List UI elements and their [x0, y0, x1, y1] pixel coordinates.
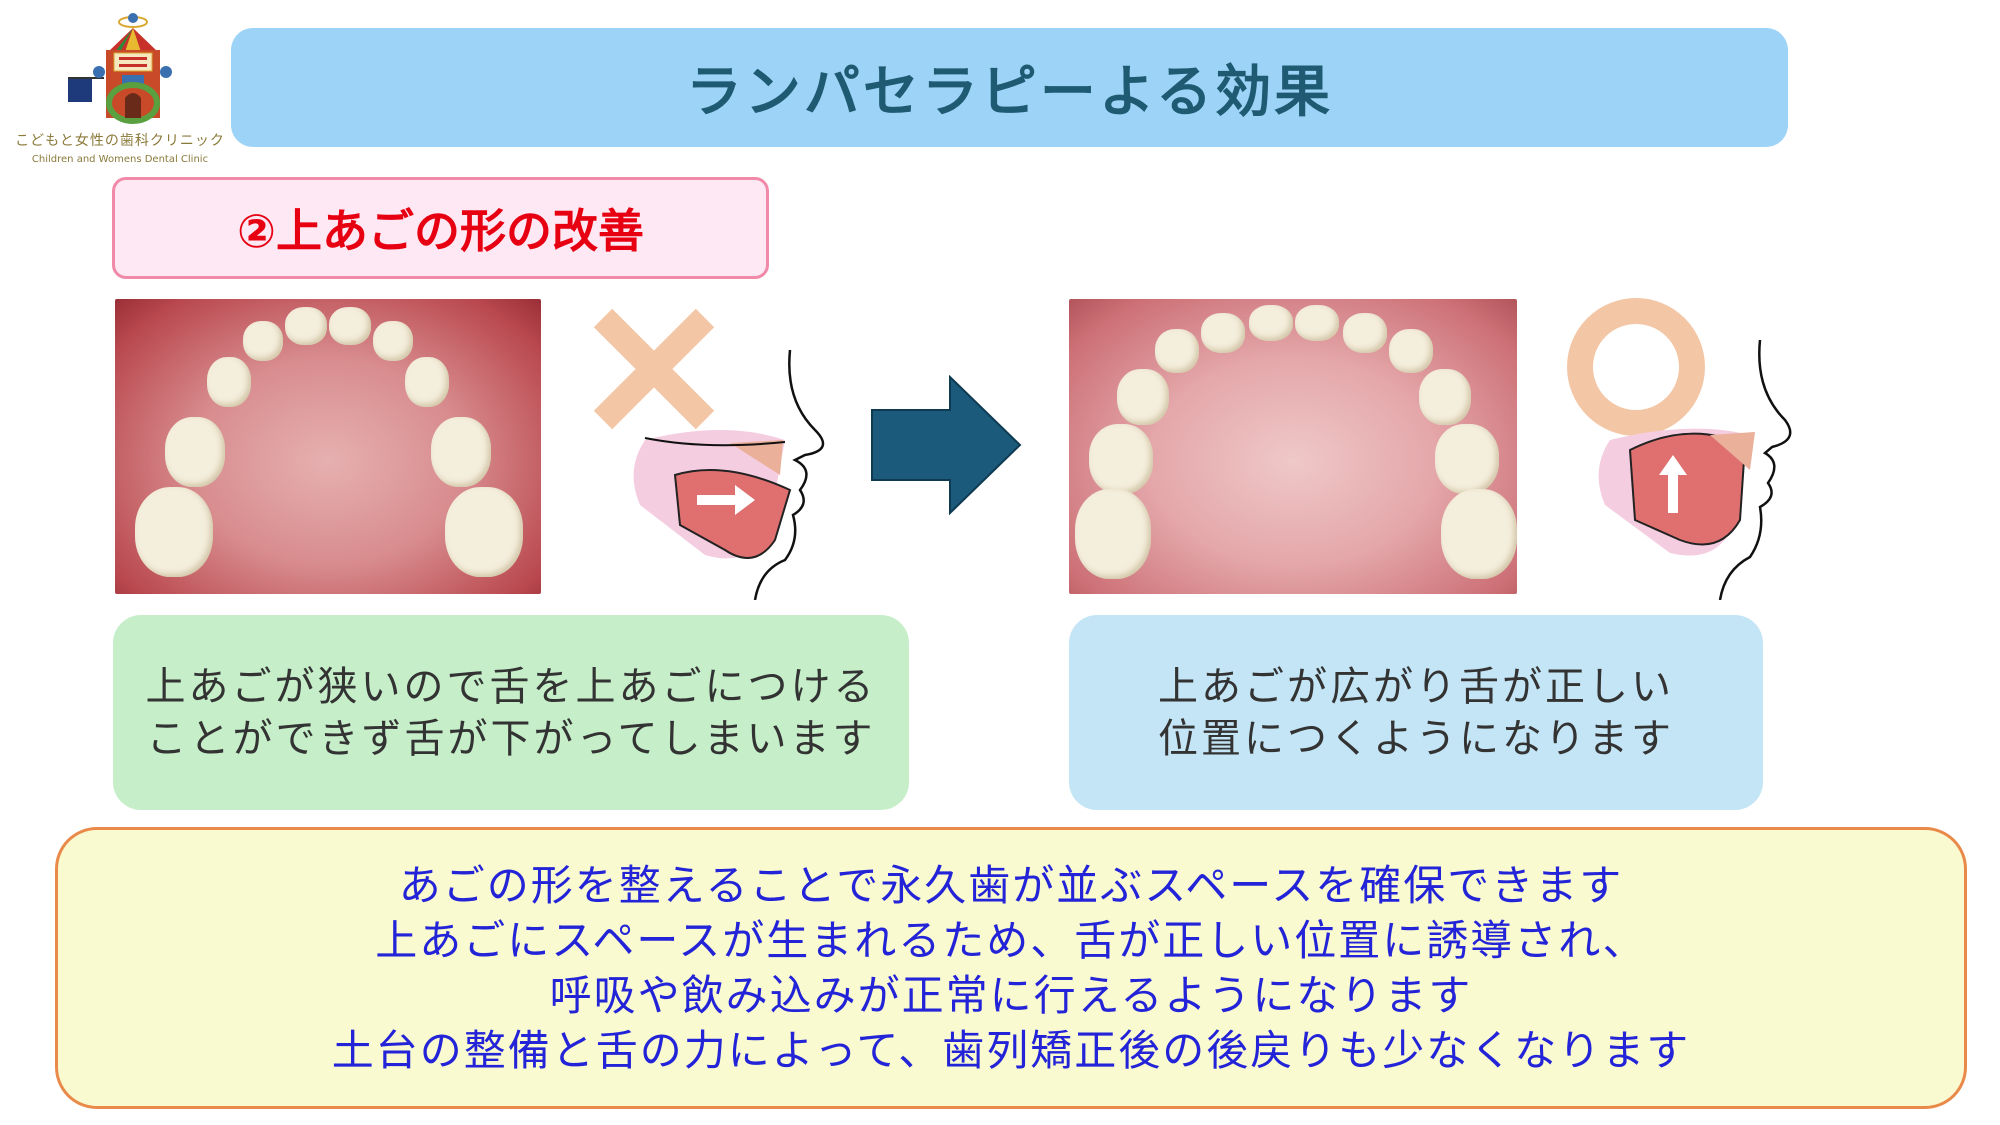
circle-icon [1567, 298, 1705, 436]
narrow-palate-photo [115, 299, 541, 594]
section-heading-box: ②上あごの形の改善 [112, 177, 769, 279]
summary-box: あごの形を整えることで永久歯が並ぶスペースを確保できます 上あごにスペースが生ま… [55, 827, 1967, 1109]
before-caption-line: 上あごが狭いので舌を上あごにつける [145, 663, 877, 710]
wide-palate-photo [1069, 299, 1517, 594]
arrow-right-icon [697, 485, 755, 515]
clinic-logo [0, 0, 235, 130]
clinic-name-en: Children and Womens Dental Clinic [31, 154, 209, 165]
right-arrow-icon [871, 375, 1022, 516]
summary-line: あごの形を整えることで永久歯が並ぶスペースを確保できます [398, 861, 1624, 910]
section-heading: ②上あごの形の改善 [237, 204, 644, 258]
after-face-diagram [1567, 298, 1792, 600]
before-caption-line: ことができず舌が下がってしまいます [146, 715, 876, 762]
after-caption-line: 位置につくようになります [1158, 715, 1674, 762]
summary-line: 上あごにスペースが生まれるため、舌が正しい位置に誘導され、 [375, 916, 1647, 965]
after-caption-line: 上あごが広がり舌が正しい [1158, 663, 1674, 710]
summary-line: 呼吸や飲み込みが正常に行えるようになります [549, 971, 1473, 1020]
title-banner: ランパセラピーよる効果 [231, 28, 1788, 147]
after-caption-box: 上あごが広がり舌が正しい 位置につくようになります [1069, 615, 1763, 810]
summary-line: 土台の整備と舌の力によって、歯列矯正後の後戻りも少なくなります [331, 1026, 1691, 1075]
arrow-up-icon [1659, 455, 1687, 513]
clinic-name-jp: こどもと女性の歯科クリニック [15, 133, 225, 149]
cross-icon [593, 308, 715, 430]
page-title: ランパセラピーよる効果 [685, 60, 1334, 125]
before-face-diagram [593, 308, 825, 600]
clinic-building-icon [68, 13, 172, 124]
before-caption-box: 上あごが狭いので舌を上あごにつける ことができず舌が下がってしまいます [113, 615, 909, 810]
